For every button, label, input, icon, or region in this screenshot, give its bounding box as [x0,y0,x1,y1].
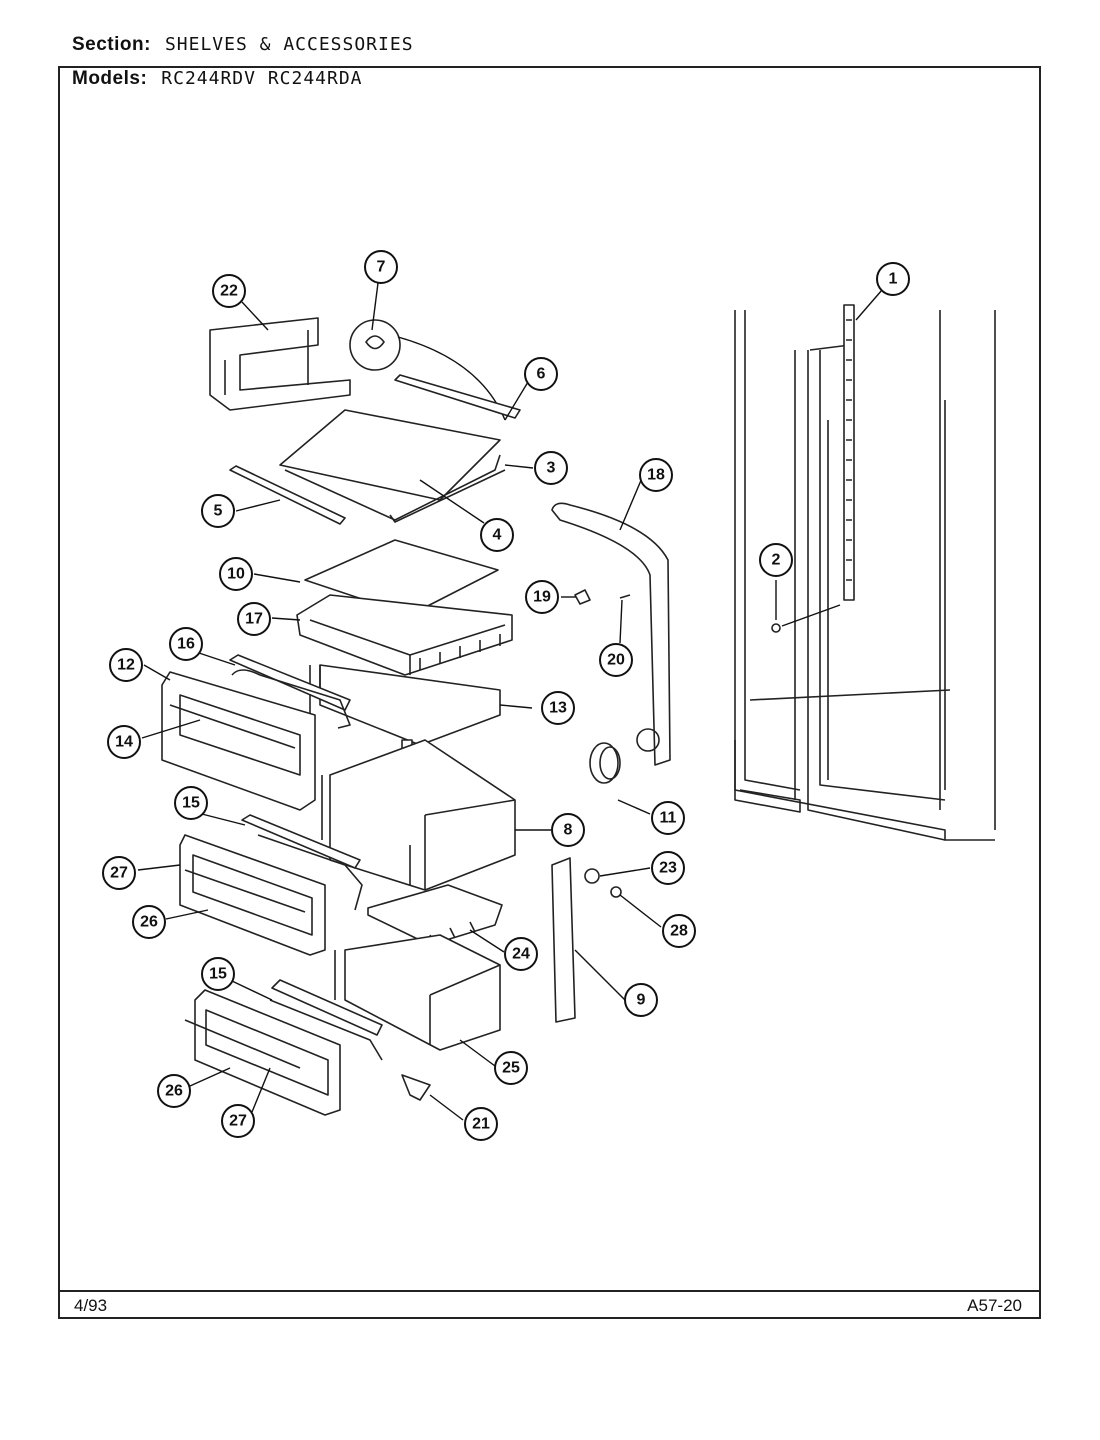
leader-lines [137,282,883,1121]
callout-7: 7 [364,250,398,284]
callout-10: 10 [219,557,253,591]
models-label: Models: [72,68,148,89]
diagram-frame [58,66,1041,1319]
part-12-drawer-front [161,671,316,811]
part-15-trim-middle [241,814,363,911]
callout-15-lower: 15 [201,957,235,991]
callout-2: 2 [759,543,793,577]
part-28-screw [610,886,622,898]
svg-text:25: 25 [502,1060,520,1077]
part-21-clip [401,1074,431,1101]
section-header: Section: SHELVES & ACCESSORIES [72,34,414,56]
callout-24: 24 [504,937,538,971]
svg-text:27: 27 [110,865,128,882]
models-value: RC244RDV RC244RDA [161,68,363,89]
svg-text:19: 19 [533,589,551,606]
callout-11: 11 [651,801,685,835]
svg-text:9: 9 [637,992,646,1009]
svg-text:28: 28 [670,923,688,940]
part-9-vertical-rail [551,857,576,1023]
cabinet-outline [734,310,996,841]
svg-text:14: 14 [115,734,133,751]
svg-text:18: 18 [647,467,665,484]
svg-text:5: 5 [214,503,223,520]
part-20-screw [619,594,631,599]
callout-3: 3 [534,451,568,485]
svg-text:8: 8 [564,822,573,839]
models-header: Models: RC244RDV RC244RDA [72,68,363,90]
section-label: Section: [72,34,151,55]
svg-text:23: 23 [659,860,677,877]
svg-text:22: 22 [220,283,238,300]
footer-divider [58,1290,1041,1292]
footer-date: 4/93 [74,1296,108,1315]
svg-text:16: 16 [177,636,195,653]
part-26-drawer-front-lower [184,989,341,1116]
svg-text:6: 6 [537,366,546,383]
part-18-side-rail [551,502,671,766]
part-15-trim-lower [269,979,383,1061]
part-6-trim [394,374,521,419]
callout-18: 18 [639,458,673,492]
svg-text:17: 17 [245,611,263,628]
part-19-clip [574,589,591,605]
svg-text:11: 11 [660,810,677,827]
svg-text:7: 7 [377,259,386,276]
callout-1: 1 [876,262,910,296]
svg-text:26: 26 [140,914,158,931]
callout-14: 14 [107,725,141,759]
svg-text:10: 10 [227,566,245,583]
callout-8: 8 [551,813,585,847]
svg-text:21: 21 [472,1116,490,1133]
callout-20: 20 [599,643,633,677]
part-13-drawer [309,664,501,761]
callout-6: 6 [524,357,558,391]
svg-text:1: 1 [889,271,898,288]
callout-19: 19 [525,580,559,614]
callout-22: 22 [212,274,246,308]
callout-13: 13 [541,691,575,725]
callout-9: 9 [624,983,658,1017]
callout-12: 12 [109,648,143,682]
svg-text:15: 15 [209,966,227,983]
svg-text:4: 4 [493,527,502,544]
part-5-front-trim [229,465,346,525]
svg-text:20: 20 [607,652,625,669]
callout-27-lower: 27 [221,1104,255,1138]
callout-23: 23 [651,851,685,885]
callout-25: 25 [494,1051,528,1085]
part-17-crisper-cover [296,594,513,676]
svg-text:3: 3 [547,460,556,477]
part-2-screw [771,604,841,633]
part-16-trim [229,654,351,729]
callout-4: 4 [480,518,514,552]
callout-5: 5 [201,494,235,528]
section-value: SHELVES & ACCESSORIES [164,34,414,55]
callout-17: 17 [237,602,271,636]
callout-26-lower: 26 [157,1074,191,1108]
callout-21: 21 [464,1107,498,1141]
callout-16: 16 [169,627,203,661]
part-26-drawer-front-middle [179,834,326,956]
svg-text:26: 26 [165,1083,183,1100]
svg-text:13: 13 [549,700,567,717]
svg-text:24: 24 [512,946,530,963]
part-11-roller [589,742,621,784]
part-23-bushing [584,868,600,884]
svg-text:2: 2 [772,552,781,569]
callout-28: 28 [662,914,696,948]
part-8-lower-bin [321,739,516,891]
callout-26-middle: 26 [132,905,166,939]
part-1-shelf-ladder [843,304,855,601]
svg-text:27: 27 [229,1113,247,1130]
part-4-glass-shelf [279,409,506,523]
svg-text:12: 12 [117,657,135,674]
callout-27-middle: 27 [102,856,136,890]
svg-text:15: 15 [182,795,200,812]
part-22-bracket [209,317,351,411]
footer-code: A57-20 [967,1296,1022,1315]
part-25-bottom-bin [334,934,501,1051]
callout-15-middle: 15 [174,786,208,820]
